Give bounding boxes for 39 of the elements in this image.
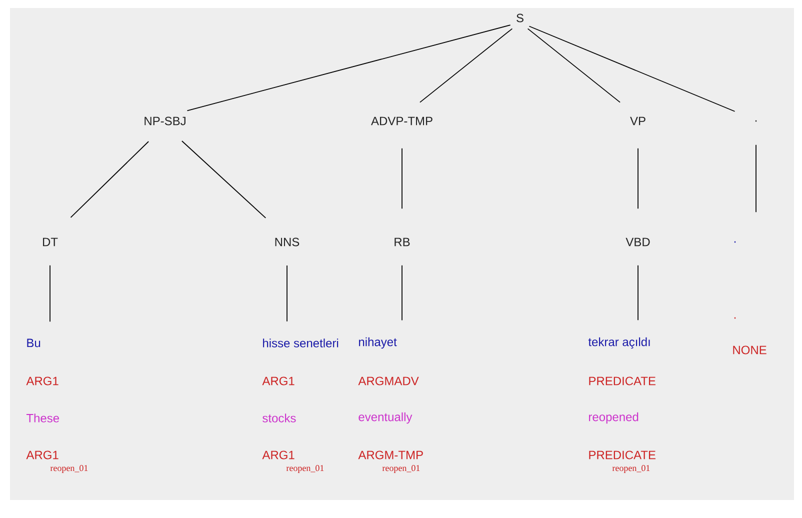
- tree-label: ADVP-TMP: [371, 116, 432, 126]
- role-label: PREDICATE: [589, 376, 656, 386]
- frame-label: reopen_01: [612, 465, 650, 473]
- gloss-label: These: [26, 414, 60, 422]
- tree-branch: [182, 140, 266, 218]
- tree-label: .: [755, 120, 757, 122]
- frame-label: reopen_01: [286, 465, 324, 473]
- word-label: tekrar açıldı: [588, 337, 650, 349]
- role-label: ARG1: [262, 450, 294, 460]
- tree-label: NP-SBJ: [144, 116, 186, 126]
- gloss-label: stocks: [262, 414, 296, 422]
- tree-branch: [527, 28, 620, 103]
- word-label: nihayet: [359, 337, 397, 349]
- role-label: ARG1: [262, 376, 294, 386]
- tree-label: DT: [43, 238, 58, 246]
- role-label: ARG1: [26, 376, 58, 386]
- tree-label: .: [734, 241, 736, 243]
- tree-branch: [420, 28, 513, 103]
- word-label: hisse senetleri: [263, 338, 338, 348]
- tree-label: VBD: [626, 238, 650, 246]
- tree-label: VP: [630, 116, 646, 126]
- tree-label: S: [516, 14, 524, 22]
- tree-branch: [286, 265, 288, 322]
- frame-label: reopen_01: [50, 465, 88, 473]
- role-label: NONE: [733, 346, 766, 354]
- role-label: ARGM-TMP: [358, 450, 423, 460]
- role-label: ARGMADV: [358, 376, 419, 386]
- word-label: Bu: [27, 338, 40, 348]
- tree-branch: [70, 141, 149, 218]
- role-label: ARG1: [26, 450, 58, 460]
- gloss-label: eventually: [358, 412, 412, 424]
- tree-branch: [528, 26, 736, 112]
- tree-branch: [186, 24, 511, 112]
- role-label: .: [734, 317, 736, 319]
- role-label: PREDICATE: [589, 450, 656, 460]
- gloss-label: reopened: [589, 412, 638, 424]
- tree-label: NNS: [275, 238, 300, 246]
- frame-label: reopen_01: [382, 465, 420, 473]
- tree-label: RB: [394, 238, 410, 246]
